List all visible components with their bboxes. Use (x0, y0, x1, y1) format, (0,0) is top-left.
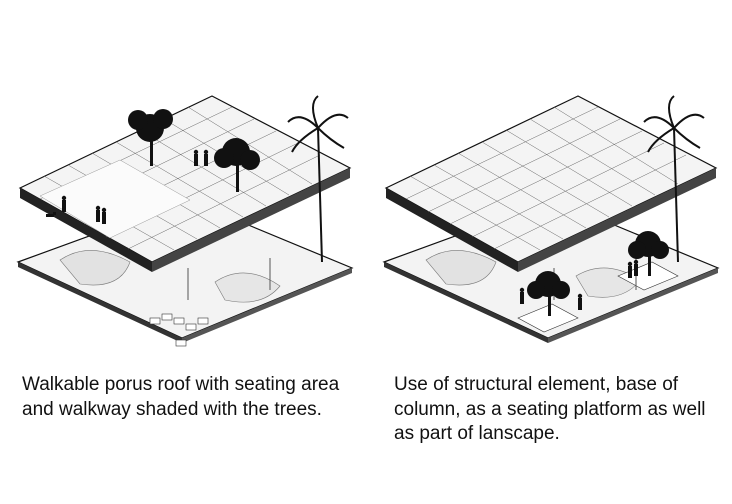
person-icon (62, 196, 66, 212)
caption-left: Walkable porus roof with seating area an… (22, 373, 342, 422)
person-icon (634, 260, 638, 276)
panel-right: Use of structural element, base of colum… (366, 0, 732, 504)
person-icon (578, 294, 582, 310)
person-icon (194, 150, 198, 166)
person-icon (520, 288, 524, 304)
panel-left: Walkable porus roof with seating area an… (0, 0, 366, 504)
axonometric-column-seating (366, 0, 732, 360)
person-icon (96, 206, 100, 222)
person-icon (204, 150, 208, 166)
person-icon (628, 262, 632, 278)
caption-right: Use of structural element, base of colum… (394, 373, 714, 447)
person-icon (102, 208, 106, 224)
axonometric-roof-walkable (0, 0, 366, 360)
